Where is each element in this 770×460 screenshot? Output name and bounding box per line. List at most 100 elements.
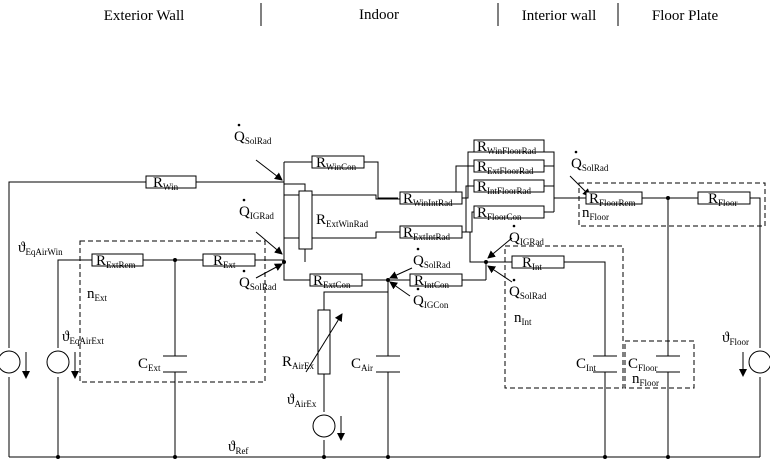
label-c-floor: CFloor xyxy=(628,356,658,373)
label-theta-eqairwin: ϑEqAirWin xyxy=(18,240,63,257)
label-r-intcon: RIntCon xyxy=(414,273,450,290)
resistor-winintrad xyxy=(399,191,463,205)
label-q-solrad-window: QSolRad xyxy=(234,123,272,146)
label-r-int: RInt xyxy=(522,255,543,272)
junction-dot xyxy=(386,455,390,459)
wire-extfloorrad xyxy=(455,165,554,198)
wiring xyxy=(8,151,761,459)
wire-wincon xyxy=(284,161,398,199)
label-q-solrad-ext: QSolRad xyxy=(239,269,277,292)
arrow-solrad-int xyxy=(487,265,513,283)
resistor-intcon xyxy=(409,273,463,287)
wire-extcon xyxy=(283,262,388,281)
arrow-solrad-window xyxy=(255,159,283,181)
resistor-winfloorrad xyxy=(473,139,545,153)
wire-extintrad-left xyxy=(284,231,400,239)
wire-intfloorrad xyxy=(465,185,554,232)
wire-extintrad-right xyxy=(462,231,486,263)
section-label-floor-plate: Floor Plate xyxy=(652,8,719,24)
resistor-extwinrad xyxy=(298,190,313,250)
source-eqairwin-icon xyxy=(0,350,30,379)
resistor-extintrad xyxy=(399,225,463,239)
arrow-igrad-window xyxy=(255,231,283,255)
label-q-solrad-int: QSolRad xyxy=(509,278,547,301)
resistor-extrem xyxy=(91,253,144,267)
label-r-ext: RExt xyxy=(213,253,236,270)
arrow-solrad-air xyxy=(389,267,413,279)
section-label-interior-wall: Interior wall xyxy=(522,8,597,24)
svg-text:QSolRad: QSolRad xyxy=(413,253,451,270)
label-theta-eqairext: ϑEqAirExt xyxy=(62,329,104,346)
cfloor-element-group xyxy=(624,340,695,389)
label-r-extcon: RExtCon xyxy=(313,273,351,290)
label-q-solrad-floor: QSolRad xyxy=(571,150,609,173)
heat-flow-arrows xyxy=(255,159,591,297)
wire-int-node xyxy=(486,261,606,457)
resistor-win xyxy=(145,175,197,189)
label-r-floorrem: RFloorRem xyxy=(589,191,636,208)
svg-text:QSolRad: QSolRad xyxy=(234,129,272,146)
junction-dot xyxy=(282,260,286,264)
source-floor-icon xyxy=(739,350,770,377)
label-theta-airex: ϑAirEx xyxy=(287,392,317,409)
resistor-floorcon xyxy=(473,205,545,219)
label-r-extrem: RExtRem xyxy=(96,253,136,270)
junction-dot xyxy=(173,258,177,262)
label-c-ext: CExt xyxy=(138,356,161,373)
resistor-floorrem xyxy=(585,191,643,205)
resistor-airex xyxy=(317,309,331,375)
junction-dot xyxy=(322,455,326,459)
wire-airex xyxy=(323,291,388,457)
capacitors xyxy=(163,355,680,373)
resistor-intfloorrad xyxy=(473,179,545,193)
label-n-floor: nFloor xyxy=(582,205,609,222)
wire-extwinrad xyxy=(284,183,306,262)
label-c-air: CAir xyxy=(351,356,373,373)
resistor-ext xyxy=(202,253,256,267)
capacitor-ext xyxy=(163,355,187,373)
svg-text:QSolRad: QSolRad xyxy=(509,284,547,301)
wire-right-bus xyxy=(553,152,586,212)
arrow-igrad-int xyxy=(487,237,513,259)
label-n-ext: nExt xyxy=(87,286,107,303)
arrow-igcon-air xyxy=(389,281,411,297)
junction-dot xyxy=(173,455,177,459)
label-r-airex: RAirEx xyxy=(282,354,315,371)
junction-dot xyxy=(484,260,488,264)
resistors xyxy=(91,139,751,375)
resistor-extfloorrad xyxy=(473,159,545,173)
label-c-int: CInt xyxy=(576,356,597,373)
wire-window xyxy=(8,181,284,348)
label-q-igcon: QIGCon xyxy=(413,287,449,310)
arrow-solrad-ext xyxy=(255,263,283,279)
junction-dot xyxy=(386,278,390,282)
source-airex-icon xyxy=(312,414,345,441)
label-r-extintrad: RExtIntRad xyxy=(403,225,451,242)
junction-dot xyxy=(56,455,60,459)
label-n-floor-capacitor: nFloor xyxy=(632,371,659,388)
wire-eqairext xyxy=(57,259,284,348)
svg-text:QIGCon: QIGCon xyxy=(413,293,449,310)
ext-wall-element-group xyxy=(79,240,266,383)
resistor-airex-variable-arrow xyxy=(305,313,343,373)
svg-text:QIGRad: QIGRad xyxy=(509,230,544,247)
label-theta-ref: ϑRef xyxy=(228,439,248,456)
capacitor-int xyxy=(593,355,617,373)
label-q-igrad-int: QIGRad xyxy=(509,224,544,247)
junction-dot xyxy=(666,196,670,200)
floor-element-group xyxy=(578,182,766,227)
section-label-exterior-wall: Exterior Wall xyxy=(104,8,185,24)
junction-dot xyxy=(603,455,607,459)
resistor-wincon xyxy=(311,155,365,169)
source-eqairext-icon xyxy=(46,350,79,379)
capacitor-floor xyxy=(656,355,680,373)
label-r-winintrad: RWinIntRad xyxy=(403,191,453,208)
resistor-int xyxy=(511,255,565,269)
svg-text:QSolRad: QSolRad xyxy=(571,156,609,173)
int-wall-element-group xyxy=(504,245,624,389)
capacitor-air xyxy=(376,355,400,373)
labels: RWin RWinCon RExtWinRad RWinIntRad RExtI… xyxy=(18,123,749,456)
temperature-sources xyxy=(0,350,770,441)
label-r-floor: RFloor xyxy=(708,191,738,208)
